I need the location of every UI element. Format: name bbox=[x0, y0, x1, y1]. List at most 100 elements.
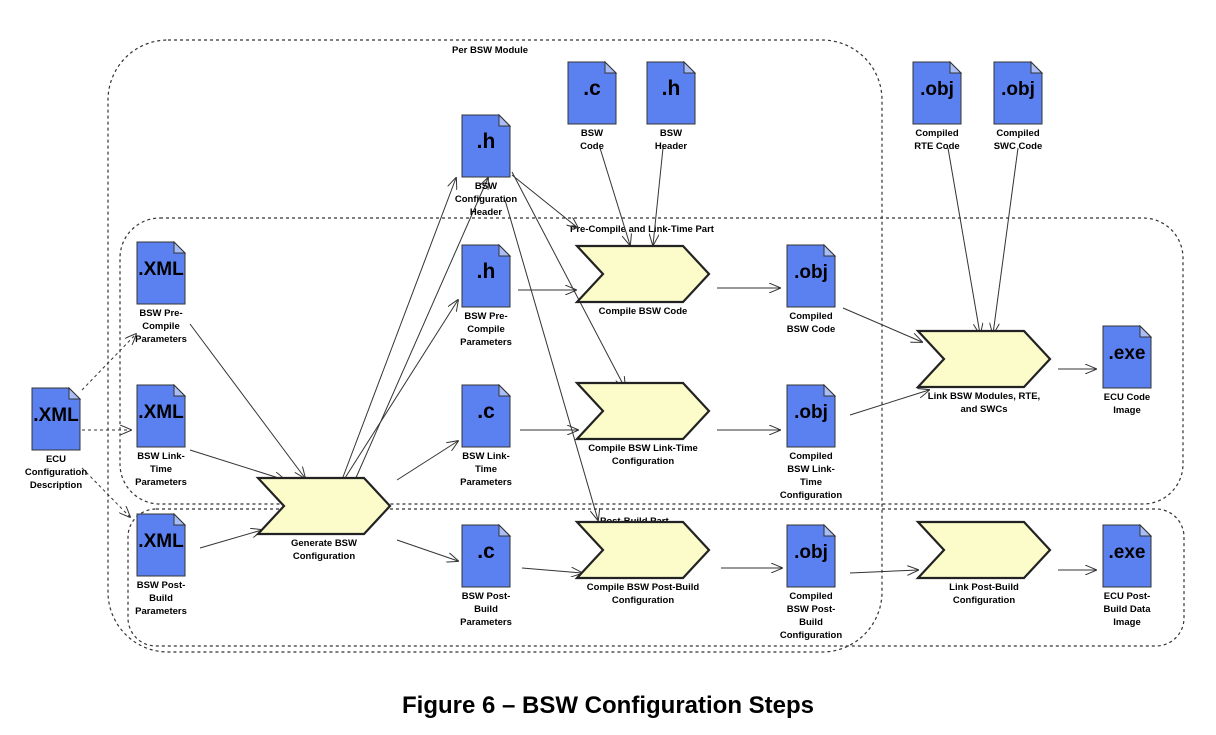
file-label: BSW Link- bbox=[787, 464, 835, 475]
file-pre-xml-icon bbox=[136, 241, 186, 305]
file-obj-swc-icon bbox=[993, 61, 1043, 125]
file-label: Parameters bbox=[460, 477, 512, 488]
file-label: ECU Code bbox=[1104, 392, 1150, 403]
file-fold bbox=[498, 383, 512, 397]
file-fold bbox=[498, 523, 512, 537]
file-fold bbox=[823, 243, 837, 257]
file-extension: .XML bbox=[138, 531, 184, 552]
file-fold bbox=[949, 60, 963, 74]
edge-arrow-7 bbox=[344, 300, 458, 479]
file-fold bbox=[1030, 60, 1044, 74]
file-label: BSW bbox=[660, 128, 682, 139]
file-obj-post-icon bbox=[786, 524, 836, 588]
edge-arrow-15 bbox=[511, 174, 578, 228]
process-link-modules: Link BSW Modules, RTE,and SWCs bbox=[915, 329, 1052, 415]
process-label: and SWCs bbox=[961, 404, 1008, 415]
file-label: Parameters bbox=[460, 617, 512, 628]
file-fold bbox=[173, 383, 187, 397]
figure-caption: Figure 6 – BSW Configuration Steps bbox=[401, 692, 815, 719]
edge-arrow-25 bbox=[947, 147, 980, 334]
process-chevron bbox=[574, 244, 711, 304]
edge-arrow-8 bbox=[339, 178, 456, 486]
file-extension: .h bbox=[662, 77, 681, 100]
file-label: Compile bbox=[467, 324, 504, 335]
file-extension: .obj bbox=[920, 79, 954, 100]
process-label: Configuration bbox=[293, 551, 355, 562]
file-label: BSW bbox=[581, 128, 603, 139]
file-bsw-header-icon bbox=[646, 61, 696, 125]
edge-arrow-14 bbox=[521, 568, 582, 573]
edge-arrow-18 bbox=[599, 147, 630, 245]
file-fold bbox=[604, 60, 618, 74]
file-fold bbox=[498, 243, 512, 257]
file-fold bbox=[173, 240, 187, 254]
file-extension: .exe bbox=[1109, 343, 1146, 364]
file-fold bbox=[498, 113, 512, 127]
file-fold bbox=[1139, 523, 1153, 537]
file-label: Time bbox=[475, 464, 497, 475]
file-fold bbox=[68, 386, 82, 400]
file-label: ECU Post- bbox=[1104, 591, 1150, 602]
edge-arrow-9 bbox=[354, 178, 488, 481]
edge-arrow-6 bbox=[199, 530, 262, 549]
file-label: BSW Code bbox=[787, 324, 836, 335]
file-extension: .XML bbox=[33, 405, 79, 426]
file-extension: .obj bbox=[1001, 79, 1035, 100]
file-extension: .XML bbox=[138, 259, 184, 280]
edge-arrow-28 bbox=[849, 570, 918, 573]
file-label: Configuration bbox=[455, 194, 517, 205]
process-chevron bbox=[574, 381, 711, 441]
file-obj-link-icon bbox=[786, 384, 836, 448]
file-label: Description bbox=[30, 480, 82, 491]
file-label: ECU bbox=[46, 454, 66, 465]
edge-arrow-10 bbox=[396, 441, 458, 481]
file-label: Time bbox=[800, 477, 822, 488]
process-chevron bbox=[255, 476, 392, 536]
process-chevron bbox=[915, 520, 1052, 580]
file-label: Build bbox=[799, 617, 823, 628]
file-fold bbox=[823, 383, 837, 397]
file-label: BSW Pre- bbox=[139, 308, 182, 319]
file-label: BSW Pre- bbox=[464, 311, 507, 322]
file-link-c-icon bbox=[461, 384, 511, 448]
edge-arrow-24 bbox=[849, 390, 929, 416]
process-label: Compile BSW Post-Build bbox=[587, 582, 700, 593]
file-label: Compiled bbox=[996, 128, 1039, 139]
file-extension: .obj bbox=[794, 542, 828, 563]
file-cfg-header-icon bbox=[461, 114, 511, 178]
file-extension: .h bbox=[477, 130, 496, 153]
file-extension: .c bbox=[583, 77, 601, 100]
edge-arrow-17 bbox=[504, 199, 598, 520]
file-exe-ecu-icon bbox=[1102, 325, 1152, 389]
file-label: BSW Post- bbox=[462, 591, 511, 602]
process-label: Link Post-Build bbox=[949, 582, 1019, 593]
edge-arrow-1 bbox=[81, 334, 136, 391]
file-label: Compiled bbox=[789, 311, 832, 322]
file-extension: .obj bbox=[794, 262, 828, 283]
edge-arrow-11 bbox=[396, 539, 458, 561]
process-label: Configuration bbox=[612, 595, 674, 606]
file-label: SWC Code bbox=[994, 141, 1043, 152]
file-label: Compiled bbox=[915, 128, 958, 139]
region-post-build bbox=[127, 508, 1185, 647]
edge-arrow-4 bbox=[189, 323, 305, 478]
process-label: Configuration bbox=[612, 456, 674, 467]
file-label: BSW bbox=[475, 181, 497, 192]
file-label: Configuration bbox=[780, 630, 842, 641]
file-label: Compile bbox=[142, 321, 179, 332]
file-obj-bsw-icon bbox=[786, 244, 836, 308]
